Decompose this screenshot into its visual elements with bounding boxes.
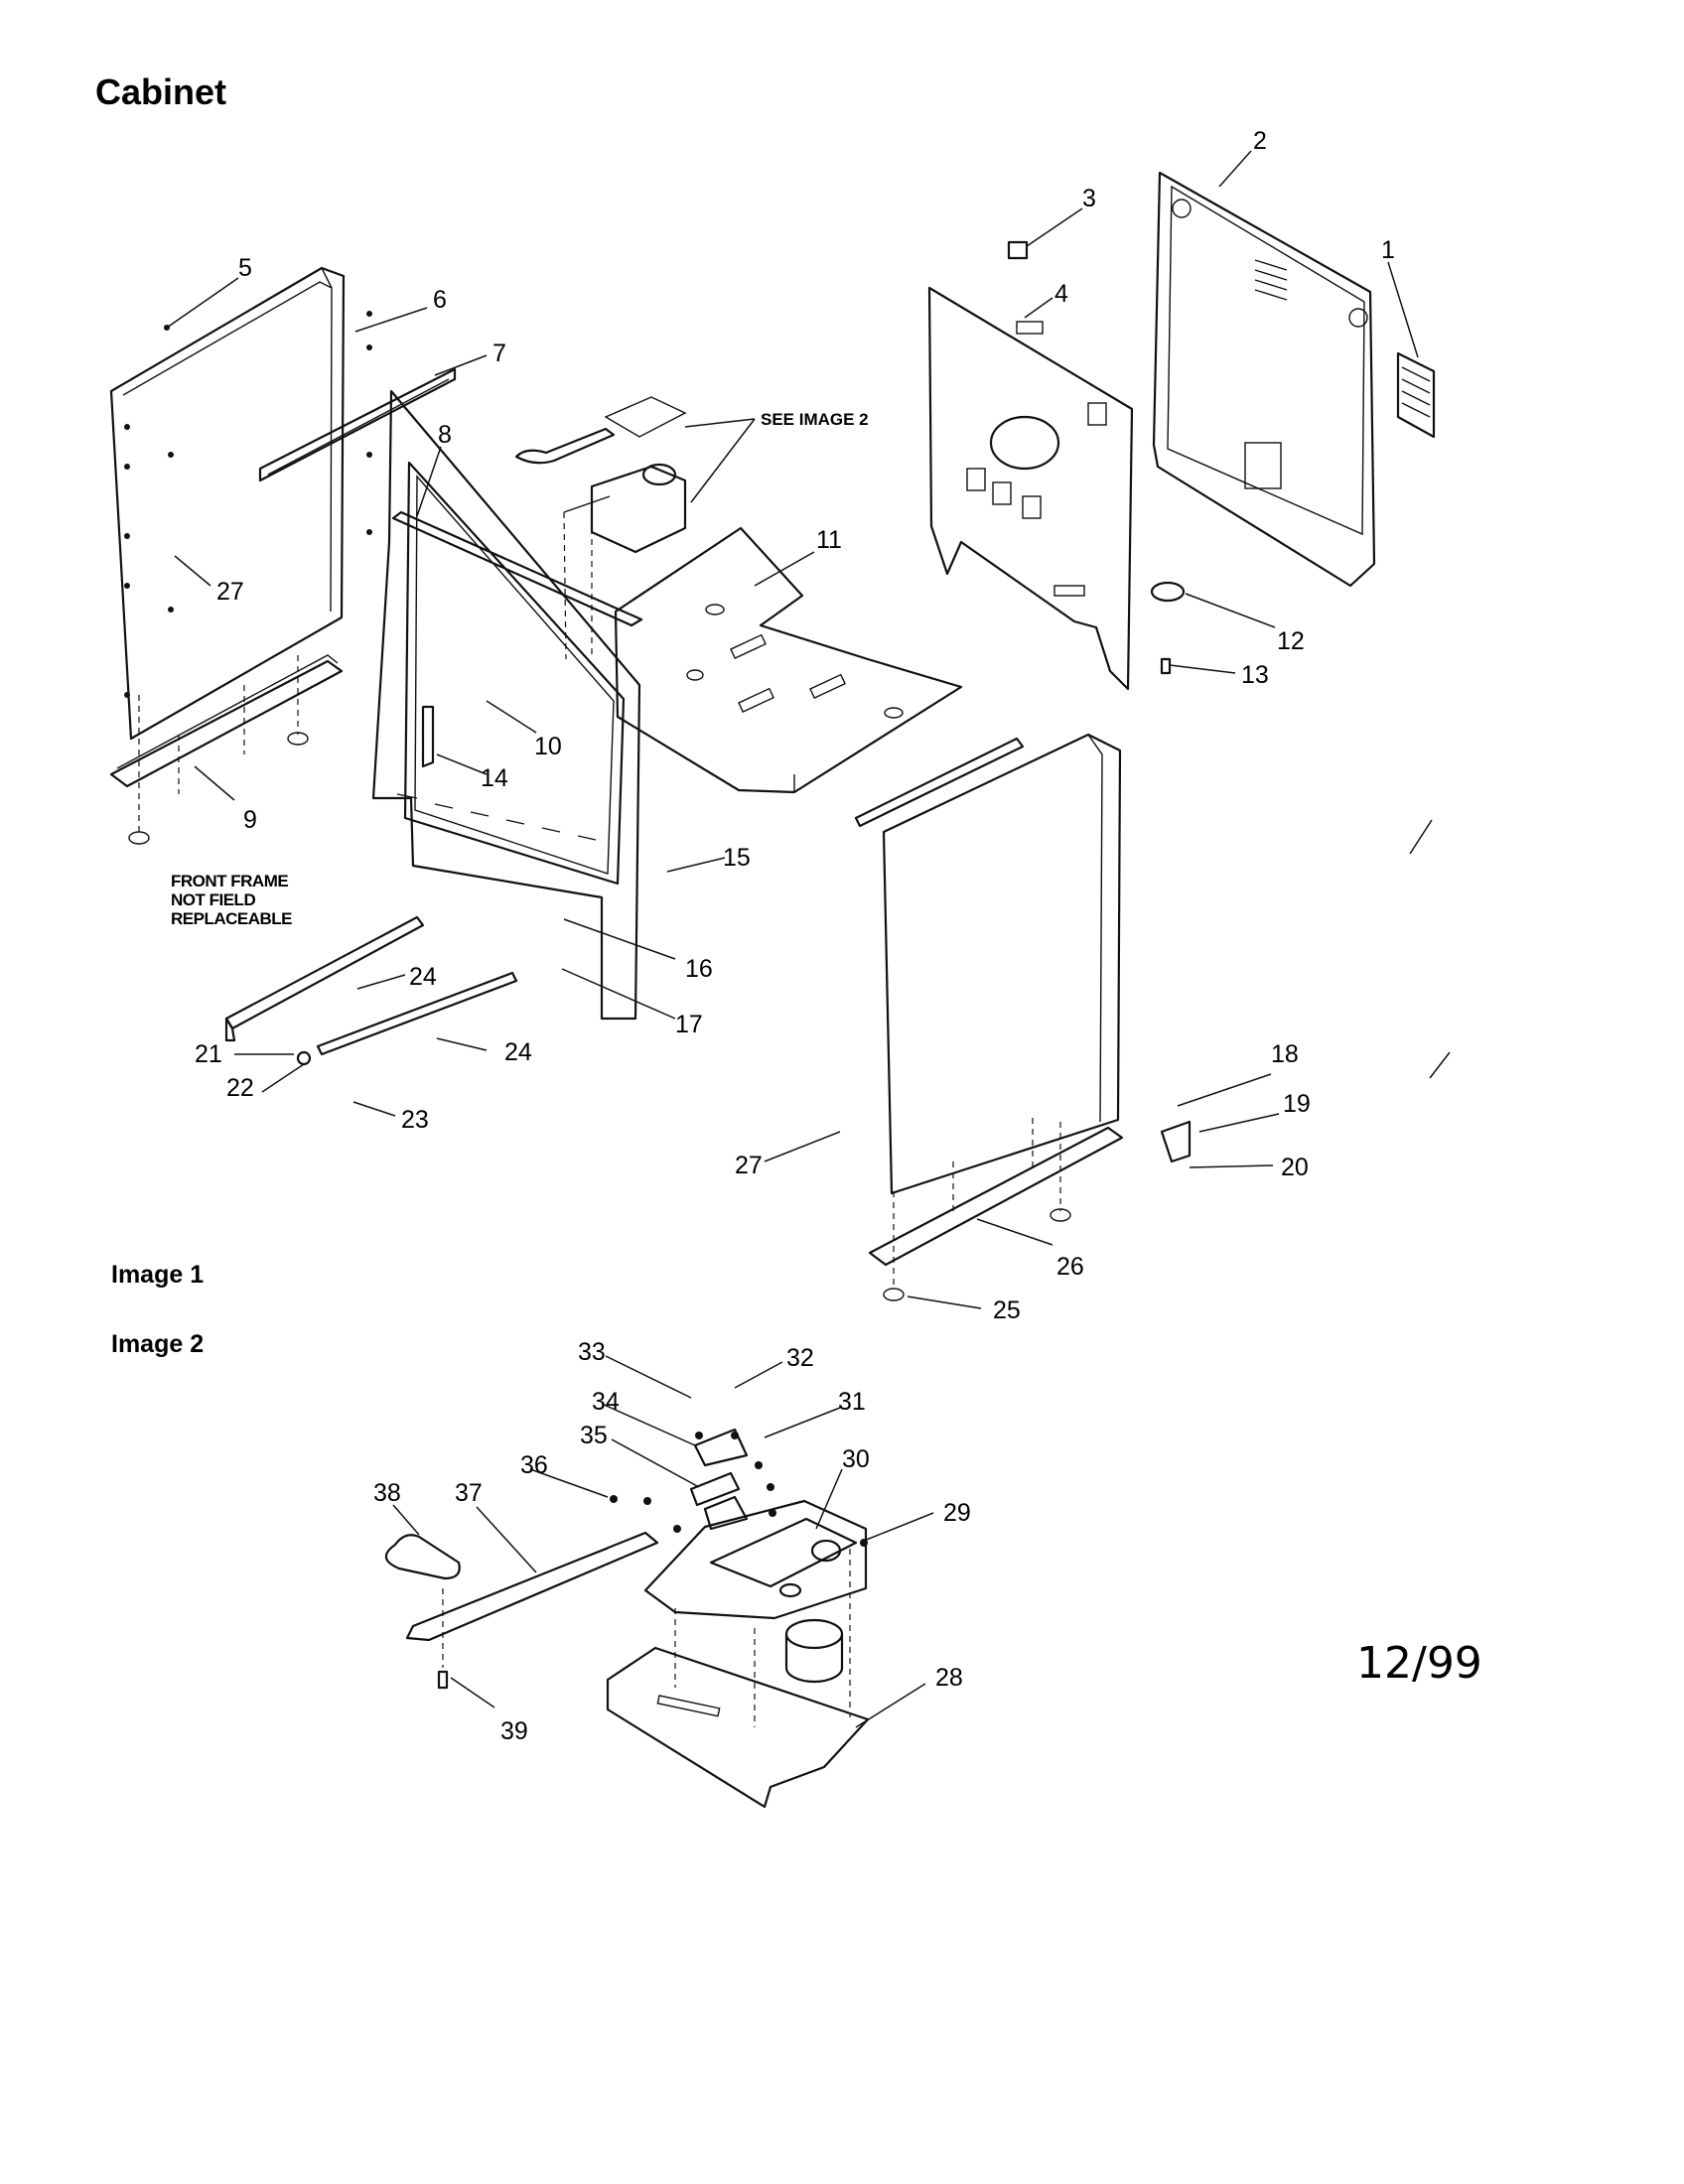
front-frame-note: FRONT FRAME NOT FIELD REPLACEABLE <box>171 872 293 928</box>
cooktop-base-part-11 <box>614 526 963 794</box>
right-side-panel <box>854 733 1192 1301</box>
callout-33: 33 <box>578 1338 606 1366</box>
callout-7: 7 <box>492 340 506 367</box>
left-side-panel <box>109 266 372 741</box>
front-frame-note-line-3: REPLACEABLE <box>171 909 293 928</box>
part-13-screw <box>1160 657 1172 675</box>
callout-19: 19 <box>1283 1090 1311 1118</box>
callout-2: 2 <box>1253 127 1267 155</box>
callout-leaders <box>166 150 1451 1309</box>
page-title: Cabinet <box>95 71 227 112</box>
front-frame-note-line-2: NOT FIELD <box>171 890 256 909</box>
image-1-label: Image 1 <box>111 1261 205 1289</box>
part-3-clip <box>1007 240 1029 260</box>
callout-22: 22 <box>226 1074 254 1102</box>
callout-39: 39 <box>500 1717 528 1745</box>
callout-17: 17 <box>675 1011 703 1038</box>
callout-34: 34 <box>592 1388 620 1416</box>
callout-8: 8 <box>438 421 452 449</box>
callout-37: 37 <box>455 1479 483 1507</box>
callout-38: 38 <box>373 1479 401 1507</box>
image-2-control-detail <box>384 1355 934 1809</box>
top-frame-part-8 <box>391 510 643 627</box>
rail-part-7 <box>258 367 457 482</box>
callout-24a: 24 <box>409 963 437 991</box>
callout-36: 36 <box>520 1451 548 1479</box>
back-panel-part-2 <box>1152 171 1376 588</box>
callout-16: 16 <box>685 955 713 983</box>
image-2-label: Image 2 <box>111 1330 205 1358</box>
callout-26: 26 <box>1056 1253 1084 1281</box>
callout-13: 13 <box>1241 661 1269 689</box>
see-image-2-label: SEE IMAGE 2 <box>761 410 869 429</box>
callout-29: 29 <box>943 1499 971 1527</box>
callout-27a: 27 <box>216 578 244 606</box>
callout-31: 31 <box>838 1388 866 1416</box>
rear-panel-part-4 <box>927 286 1134 691</box>
callout-24b: 24 <box>504 1038 532 1066</box>
callout-30: 30 <box>842 1445 870 1473</box>
callout-20: 20 <box>1281 1154 1309 1181</box>
callout-5: 5 <box>238 254 252 282</box>
front-frame <box>371 389 641 1021</box>
callout-15: 15 <box>723 844 751 872</box>
callout-1: 1 <box>1381 236 1395 264</box>
callout-12: 12 <box>1277 627 1305 655</box>
callout-18: 18 <box>1271 1040 1299 1068</box>
callout-27b: 27 <box>735 1152 763 1179</box>
oven-rails-part-24 <box>224 915 518 1066</box>
callout-6: 6 <box>433 286 447 314</box>
vent-part-1 <box>1396 351 1436 439</box>
callout-21: 21 <box>195 1040 222 1068</box>
callout-3: 3 <box>1082 185 1096 212</box>
callout-28: 28 <box>935 1664 963 1692</box>
callout-25: 25 <box>993 1297 1021 1324</box>
callout-9: 9 <box>243 806 257 834</box>
left-bottom-rail-part-9 <box>109 654 344 845</box>
callout-10: 10 <box>534 733 562 760</box>
callout-14: 14 <box>481 764 508 792</box>
front-frame-note-line-1: FRONT FRAME <box>171 872 289 890</box>
callout-23: 23 <box>401 1106 429 1134</box>
control-assembly <box>514 396 687 660</box>
callout-11: 11 <box>816 526 842 554</box>
callout-numbers: 1 2 3 4 5 6 7 8 9 10 11 12 13 14 15 16 1… <box>195 127 1395 1745</box>
callout-32: 32 <box>786 1344 814 1372</box>
part-12-grommet <box>1150 581 1186 603</box>
callout-35: 35 <box>580 1422 608 1449</box>
revision-date: 12/99 <box>1356 1638 1482 1689</box>
callout-4: 4 <box>1054 280 1068 308</box>
